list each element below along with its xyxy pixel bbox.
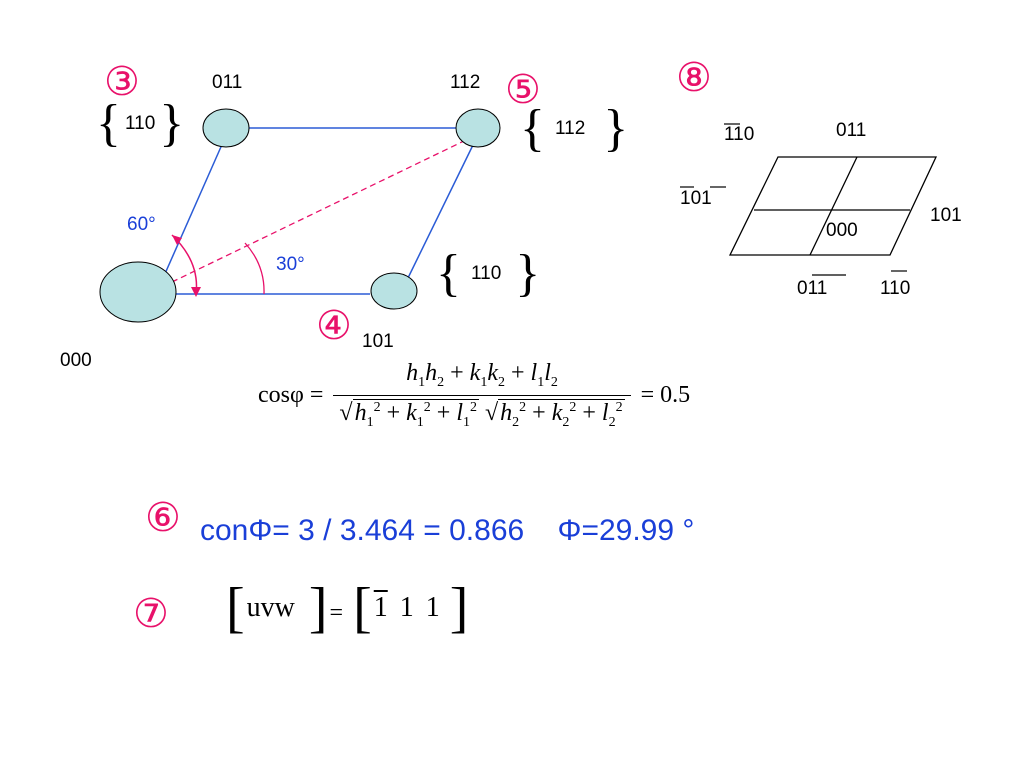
dashed-000-112 xyxy=(171,139,467,283)
marker-3: ③ xyxy=(104,59,140,105)
marker-4: ④ xyxy=(316,303,352,349)
label-node-101: 101 xyxy=(362,331,394,352)
bracket-open-rhs: [ xyxy=(353,577,372,639)
formula-rhs: = 0.5 xyxy=(640,381,691,408)
brace-close: } xyxy=(515,245,541,302)
sqrt-second: √h22 + k22 + l22 xyxy=(484,398,625,430)
plane-112: { 112 } xyxy=(520,103,628,155)
plane-110-top-label: 110 xyxy=(124,113,156,134)
right-label-000-center: 000 xyxy=(826,220,858,241)
uvw-lhs: uvw xyxy=(246,592,295,623)
sqrt-first: √h12 + k12 + l12 xyxy=(339,398,479,430)
bracket-close-rhs: ] xyxy=(449,577,469,639)
right-label-110-bottom-right: 110 xyxy=(880,278,911,299)
label-node-000: 000 xyxy=(60,350,92,371)
arc-60-arrow-top xyxy=(172,235,182,245)
right-label-110-top-left: 110 xyxy=(724,124,755,145)
edge-000-011 xyxy=(159,139,225,286)
right-label-101-right: 101 xyxy=(930,205,962,226)
cos-formula: cosφ = h1h2 + k1k2 + l1l2 √h12 + k12 + l… xyxy=(258,360,690,431)
marker-7: ⑦ xyxy=(133,591,169,637)
plane-112-label: 112 xyxy=(554,118,586,139)
brace-close: } xyxy=(159,95,185,152)
right-label-011-bottom: 011 xyxy=(797,278,828,299)
node-011 xyxy=(202,108,250,148)
marker-6: ⑥ xyxy=(145,495,181,541)
right-parallelogram xyxy=(728,156,938,256)
uvw-value-2: 1 xyxy=(399,592,414,623)
node-101 xyxy=(370,272,418,310)
arc-30-degrees xyxy=(244,242,265,295)
brace-open: { xyxy=(96,95,121,152)
node-112 xyxy=(455,108,501,148)
node-000 xyxy=(99,261,177,323)
plane-110-top: { 110 } xyxy=(96,98,184,150)
arc-60-arrow-bottom xyxy=(191,287,201,297)
brace-open: { xyxy=(436,245,461,302)
uvw-equals: = xyxy=(329,599,344,626)
angle-30-label: 30° xyxy=(276,254,305,275)
brace-close: } xyxy=(603,100,629,157)
right-label-101-left: 101 xyxy=(680,188,712,209)
plane-110-bottom-label: 110 xyxy=(470,263,502,284)
marker-8: ⑧ xyxy=(676,55,712,101)
plane-110-bottom: { 110 } xyxy=(436,248,540,300)
edge-112-101 xyxy=(406,144,474,281)
right-vertical-divider xyxy=(809,156,858,256)
result-text: conΦ= 3 / 3.464 = 0.866 Φ=29.99 ° xyxy=(200,514,695,547)
uvw-value-1: 1 xyxy=(373,592,388,623)
formula-lhs: cosφ = xyxy=(258,381,324,408)
uvw-value-3: 1 xyxy=(425,592,440,623)
label-node-112: 112 xyxy=(450,72,481,93)
formula-denominator: √h12 + k12 + l12 √h22 + k22 + l22 xyxy=(333,394,631,431)
brace-open: { xyxy=(520,100,545,157)
bracket-open-lhs: [ xyxy=(226,577,245,639)
formula-fraction: h1h2 + k1k2 + l1l2 √h12 + k12 + l12 √h22… xyxy=(333,360,631,431)
marker-5: ⑤ xyxy=(505,67,541,113)
right-label-011-top: 011 xyxy=(836,120,867,141)
bracket-close-lhs: ] xyxy=(308,577,328,639)
uvw-equation: [ uvw ] = [ 1 1 1 ] xyxy=(226,580,468,636)
label-node-011: 011 xyxy=(212,72,243,93)
arc-60-degrees xyxy=(171,234,198,295)
angle-60-label: 60° xyxy=(127,214,156,235)
formula-numerator: h1h2 + k1k2 + l1l2 xyxy=(406,360,558,390)
